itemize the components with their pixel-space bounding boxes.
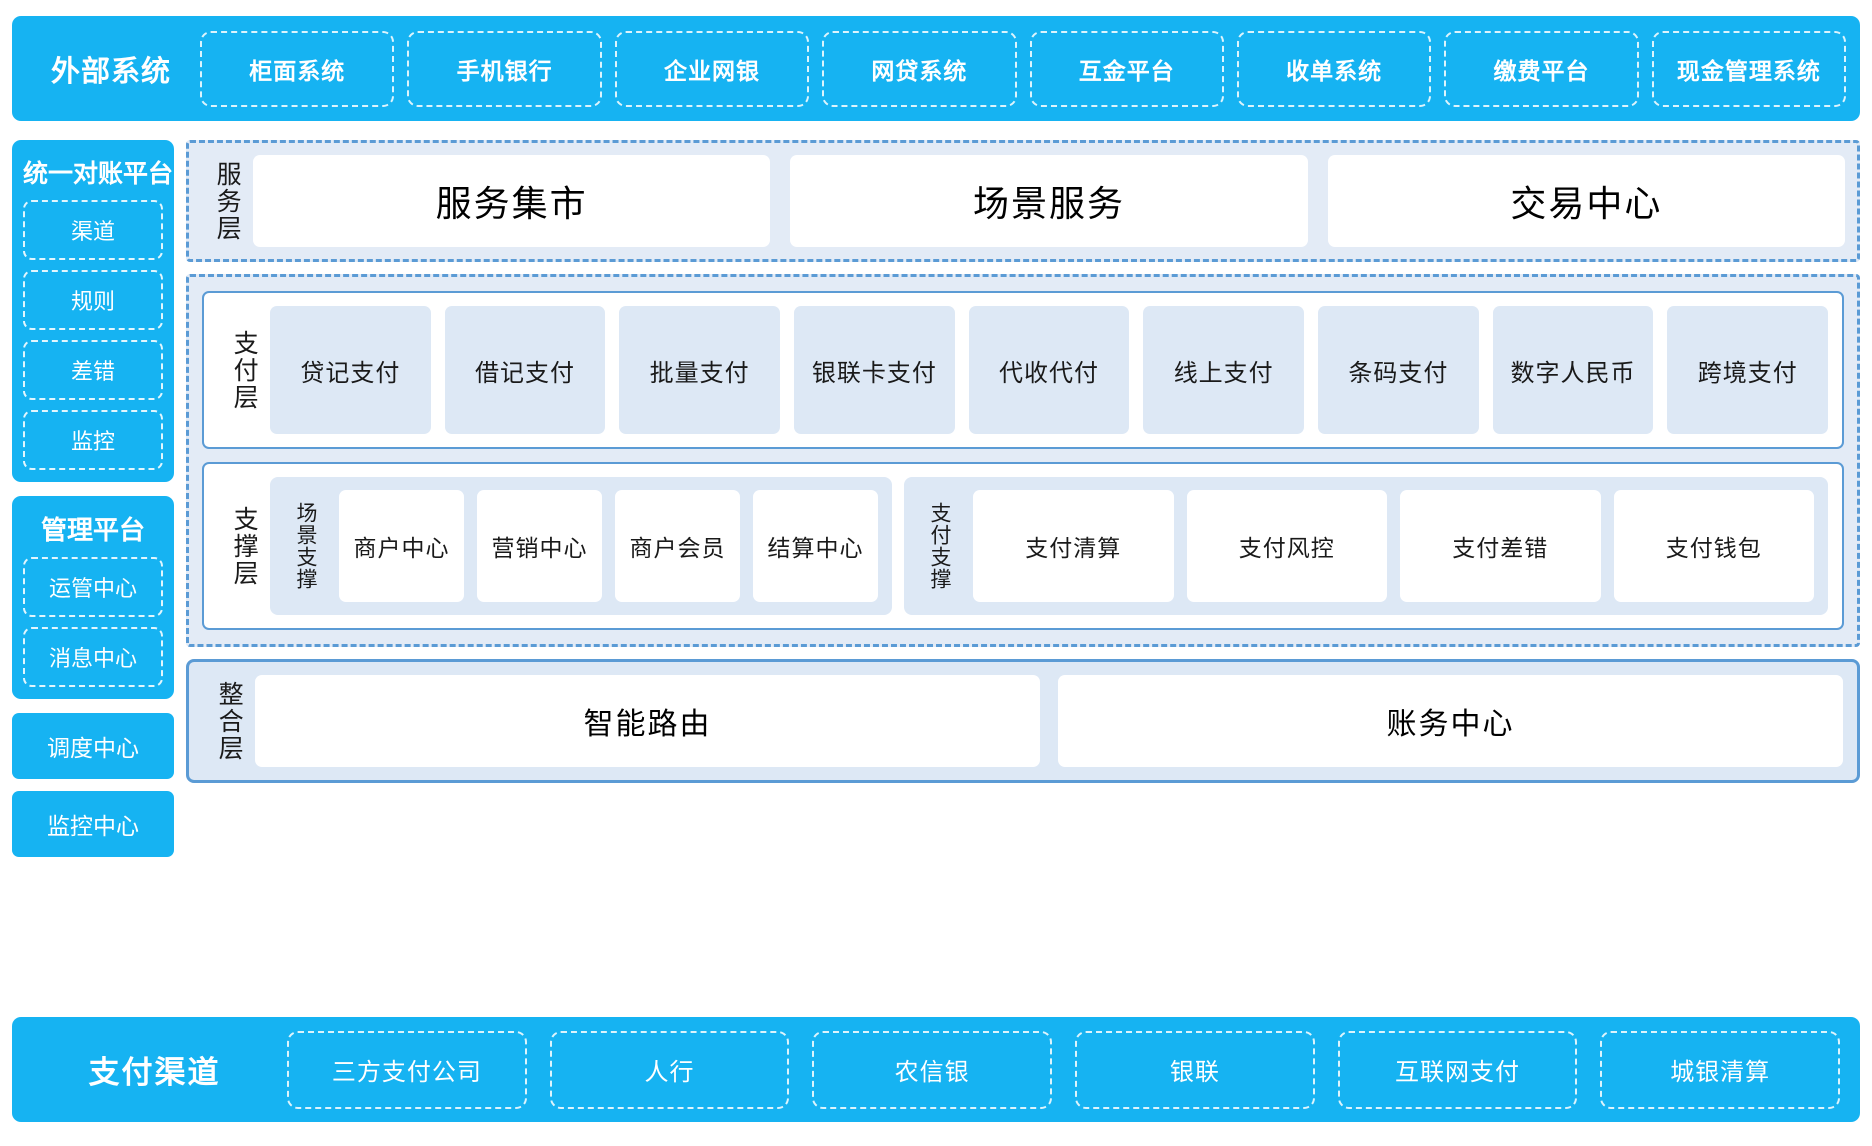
management-item-operations[interactable]: 运管中心 [23, 557, 163, 617]
payment-layer-label: 支付层 [230, 329, 259, 411]
channel-item-third-party[interactable]: 三方支付公司 [287, 1030, 527, 1109]
payment-layer-cards: 贷记支付 借记支付 批量支付 银联卡支付 代收代付 线上支付 条码支付 数字人民… [270, 306, 1829, 434]
external-systems-list: 柜面系统 手机银行 企业网银 网贷系统 互金平台 收单系统 缴费平台 现金管理系… [200, 30, 1846, 107]
service-layer-band: 服务层 服务集市 场景服务 交易中心 [186, 140, 1860, 262]
reconciliation-item-rule[interactable]: 规则 [23, 270, 163, 330]
platform-layers: 服务层 服务集市 场景服务 交易中心 支付层 贷记支付 借记支付 批量支付 [186, 140, 1860, 797]
support-card-payment-wallet[interactable]: 支付钱包 [1613, 490, 1814, 602]
channel-item-rcbank[interactable]: 农信银 [812, 1030, 1053, 1109]
payment-card-barcode[interactable]: 条码支付 [1318, 306, 1479, 434]
integration-card-smart-routing[interactable]: 智能路由 [255, 675, 1040, 767]
external-system-item[interactable]: 网贷系统 [822, 30, 1017, 107]
external-system-item[interactable]: 缴费平台 [1444, 30, 1639, 107]
left-sidebar: 统一对账平台 渠道 规则 差错 监控 管理平台 运管中心 消息中心 调度中心 监… [12, 140, 174, 869]
support-card-payment-clearing[interactable]: 支付清算 [973, 490, 1174, 602]
payment-channels-title: 支付渠道 [88, 1055, 221, 1090]
channel-item-internet-pay[interactable]: 互联网支付 [1337, 1030, 1578, 1109]
monitoring-center-block[interactable]: 监控中心 [12, 791, 174, 857]
reconciliation-item-monitor[interactable]: 监控 [23, 410, 163, 470]
scenario-support-group: 场景支撑 商户中心 营销中心 商户会员 结算中心 [270, 477, 892, 615]
scenario-support-label: 场景支撑 [294, 502, 318, 590]
integration-card-accounting[interactable]: 账务中心 [1058, 675, 1843, 767]
payment-support-label: 支付支撑 [928, 502, 952, 590]
external-system-item[interactable]: 互金平台 [1029, 30, 1224, 107]
support-layer-box: 支撑层 场景支撑 商户中心 营销中心 商户会员 结算中心 [202, 462, 1844, 630]
external-systems-title: 外部系统 [50, 55, 171, 88]
payment-card-digital-rmb[interactable]: 数字人民币 [1492, 306, 1654, 434]
external-system-item[interactable]: 现金管理系统 [1651, 30, 1846, 107]
reconciliation-item-error[interactable]: 差错 [23, 340, 163, 400]
channel-item-unionpay[interactable]: 银联 [1075, 1030, 1315, 1109]
service-layer-label: 服务层 [213, 160, 242, 242]
integration-layer-label: 整合层 [215, 680, 244, 762]
external-system-item[interactable]: 手机银行 [407, 30, 602, 107]
support-card-settlement-center[interactable]: 结算中心 [753, 490, 878, 602]
service-card-market[interactable]: 服务集市 [253, 155, 771, 247]
reconciliation-platform-title: 统一对账平台 [23, 160, 174, 188]
service-card-scenario[interactable]: 场景服务 [790, 155, 1308, 247]
service-layer-cards: 服务集市 场景服务 交易中心 [253, 155, 1845, 247]
management-platform-title: 管理平台 [40, 515, 145, 545]
payment-card-batch[interactable]: 批量支付 [619, 306, 781, 434]
payment-layer-box: 支付层 贷记支付 借记支付 批量支付 银联卡支付 代收代付 线上支付 条码支付 … [202, 291, 1844, 449]
payment-card-collection[interactable]: 代收代付 [968, 306, 1130, 434]
external-systems-bar: 外部系统 柜面系统 手机银行 企业网银 网贷系统 互金平台 收单系统 缴费平台 … [12, 16, 1860, 121]
management-item-message[interactable]: 消息中心 [23, 627, 163, 687]
payment-support-group: 支付支撑 支付清算 支付风控 支付差错 支付钱包 [904, 477, 1828, 615]
payment-card-online[interactable]: 线上支付 [1143, 306, 1305, 434]
external-system-item[interactable]: 企业网银 [614, 30, 810, 107]
payment-card-debit[interactable]: 借记支付 [444, 306, 606, 434]
scheduling-center-block[interactable]: 调度中心 [12, 713, 174, 779]
support-card-payment-risk[interactable]: 支付风控 [1186, 490, 1387, 602]
support-card-merchant-member[interactable]: 商户会员 [615, 490, 740, 602]
service-card-transaction[interactable]: 交易中心 [1327, 155, 1845, 247]
payment-channels-bar: 支付渠道 三方支付公司 人行 农信银 银联 互联网支付 城银清算 [12, 1017, 1860, 1122]
support-card-payment-error[interactable]: 支付差错 [1400, 490, 1601, 602]
payment-channels-list: 三方支付公司 人行 农信银 银联 互联网支付 城银清算 [287, 1030, 1841, 1109]
reconciliation-item-channel[interactable]: 渠道 [23, 200, 163, 260]
external-system-item[interactable]: 收单系统 [1236, 30, 1432, 107]
support-card-marketing-center[interactable]: 营销中心 [477, 490, 602, 602]
payment-card-unionpay[interactable]: 银联卡支付 [794, 306, 955, 434]
support-card-merchant-center[interactable]: 商户中心 [339, 490, 464, 602]
integration-layer-box: 整合层 智能路由 账务中心 [186, 659, 1860, 783]
payment-support-band: 支付层 贷记支付 借记支付 批量支付 银联卡支付 代收代付 线上支付 条码支付 … [186, 274, 1860, 647]
support-layer-groups: 场景支撑 商户中心 营销中心 商户会员 结算中心 支付支撑 支付清算 [270, 477, 1828, 615]
channel-item-city-clearing[interactable]: 城银清算 [1600, 1030, 1841, 1109]
external-system-item[interactable]: 柜面系统 [200, 30, 395, 107]
payment-card-credit[interactable]: 贷记支付 [270, 306, 431, 434]
scenario-support-cards: 商户中心 营销中心 商户会员 结算中心 [339, 490, 878, 602]
reconciliation-platform-panel: 统一对账平台 渠道 规则 差错 监控 [12, 140, 174, 482]
management-platform-panel: 管理平台 运管中心 消息中心 [12, 496, 174, 699]
payment-support-cards: 支付清算 支付风控 支付差错 支付钱包 [973, 490, 1814, 602]
support-layer-label: 支撑层 [230, 505, 259, 587]
channel-item-pboc[interactable]: 人行 [549, 1030, 790, 1109]
payment-card-crossborder[interactable]: 跨境支付 [1667, 306, 1829, 434]
integration-layer-cards: 智能路由 账务中心 [255, 675, 1843, 767]
